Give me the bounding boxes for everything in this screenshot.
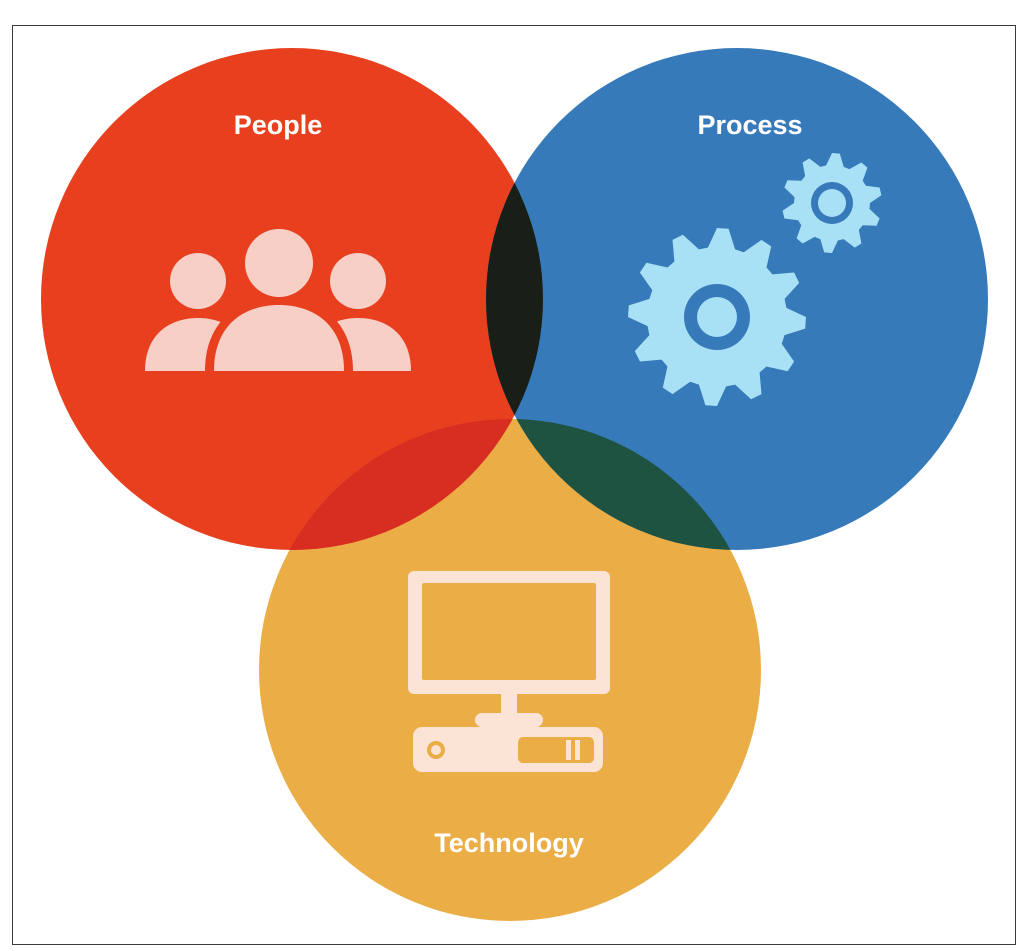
people-group-icon <box>145 225 411 371</box>
process-label: Process <box>697 110 802 140</box>
people-label: People <box>234 110 323 140</box>
technology-label: Technology <box>434 828 584 858</box>
gears-icon <box>628 153 882 406</box>
small-gear-icon <box>782 153 882 253</box>
large-gear-icon <box>628 228 806 406</box>
desktop-computer-icon <box>408 571 610 772</box>
